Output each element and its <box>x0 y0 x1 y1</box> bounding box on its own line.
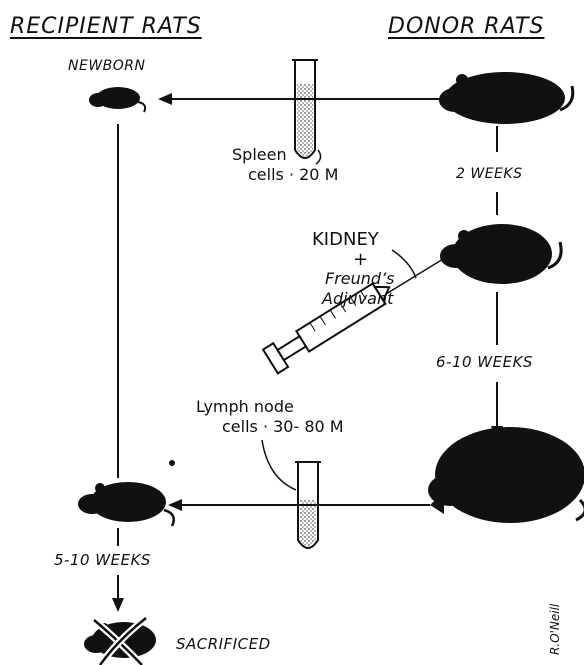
test-tube-spleen-icon <box>292 60 318 158</box>
two-weeks-label: 2 WEEKS <box>456 166 522 182</box>
kidney-label: KIDNEY <box>312 230 379 251</box>
test-tube-lymph-icon <box>295 462 321 548</box>
freund-label-line2: Adjuvant <box>322 290 393 308</box>
recipient-rat-icon <box>78 482 174 526</box>
arrow-head-newborn <box>158 93 172 105</box>
donor-rats-header: DONOR RATS <box>388 14 544 39</box>
five-ten-weeks-label: 5-10 WEEKS <box>54 552 151 569</box>
newborn-rat-icon <box>89 87 145 112</box>
plus-label: + <box>353 250 368 271</box>
newborn-label: NEWBORN <box>68 58 146 74</box>
freund-pointer <box>392 250 416 278</box>
sacrificed-label: SACRIFICED <box>176 636 271 653</box>
freund-label-line1: Freund’s <box>325 270 394 288</box>
recipient-rats-header: RECIPIENT RATS <box>10 14 202 39</box>
donor-rat-icon-2 <box>440 224 561 284</box>
lymph-label-line2: cells · 30- 80 M <box>222 418 344 436</box>
spleen-pointer <box>316 150 321 164</box>
spleen-label-line2: cells · 20 M <box>248 166 338 184</box>
donor-rat-icon-1 <box>439 72 573 124</box>
ink-dot <box>169 460 175 466</box>
lymph-label-line1: Lymph node <box>196 398 294 416</box>
six-ten-weeks-label: 6-10 WEEKS <box>436 354 533 371</box>
arrow-head-sacrifice <box>112 598 124 612</box>
lymph-pointer <box>262 440 296 490</box>
donor-rat-large-icon <box>428 427 584 523</box>
artist-signature: R.O'Neill <box>548 604 562 655</box>
arrow-head-recipient <box>168 499 182 511</box>
spleen-label-line1: Spleen <box>232 146 287 164</box>
